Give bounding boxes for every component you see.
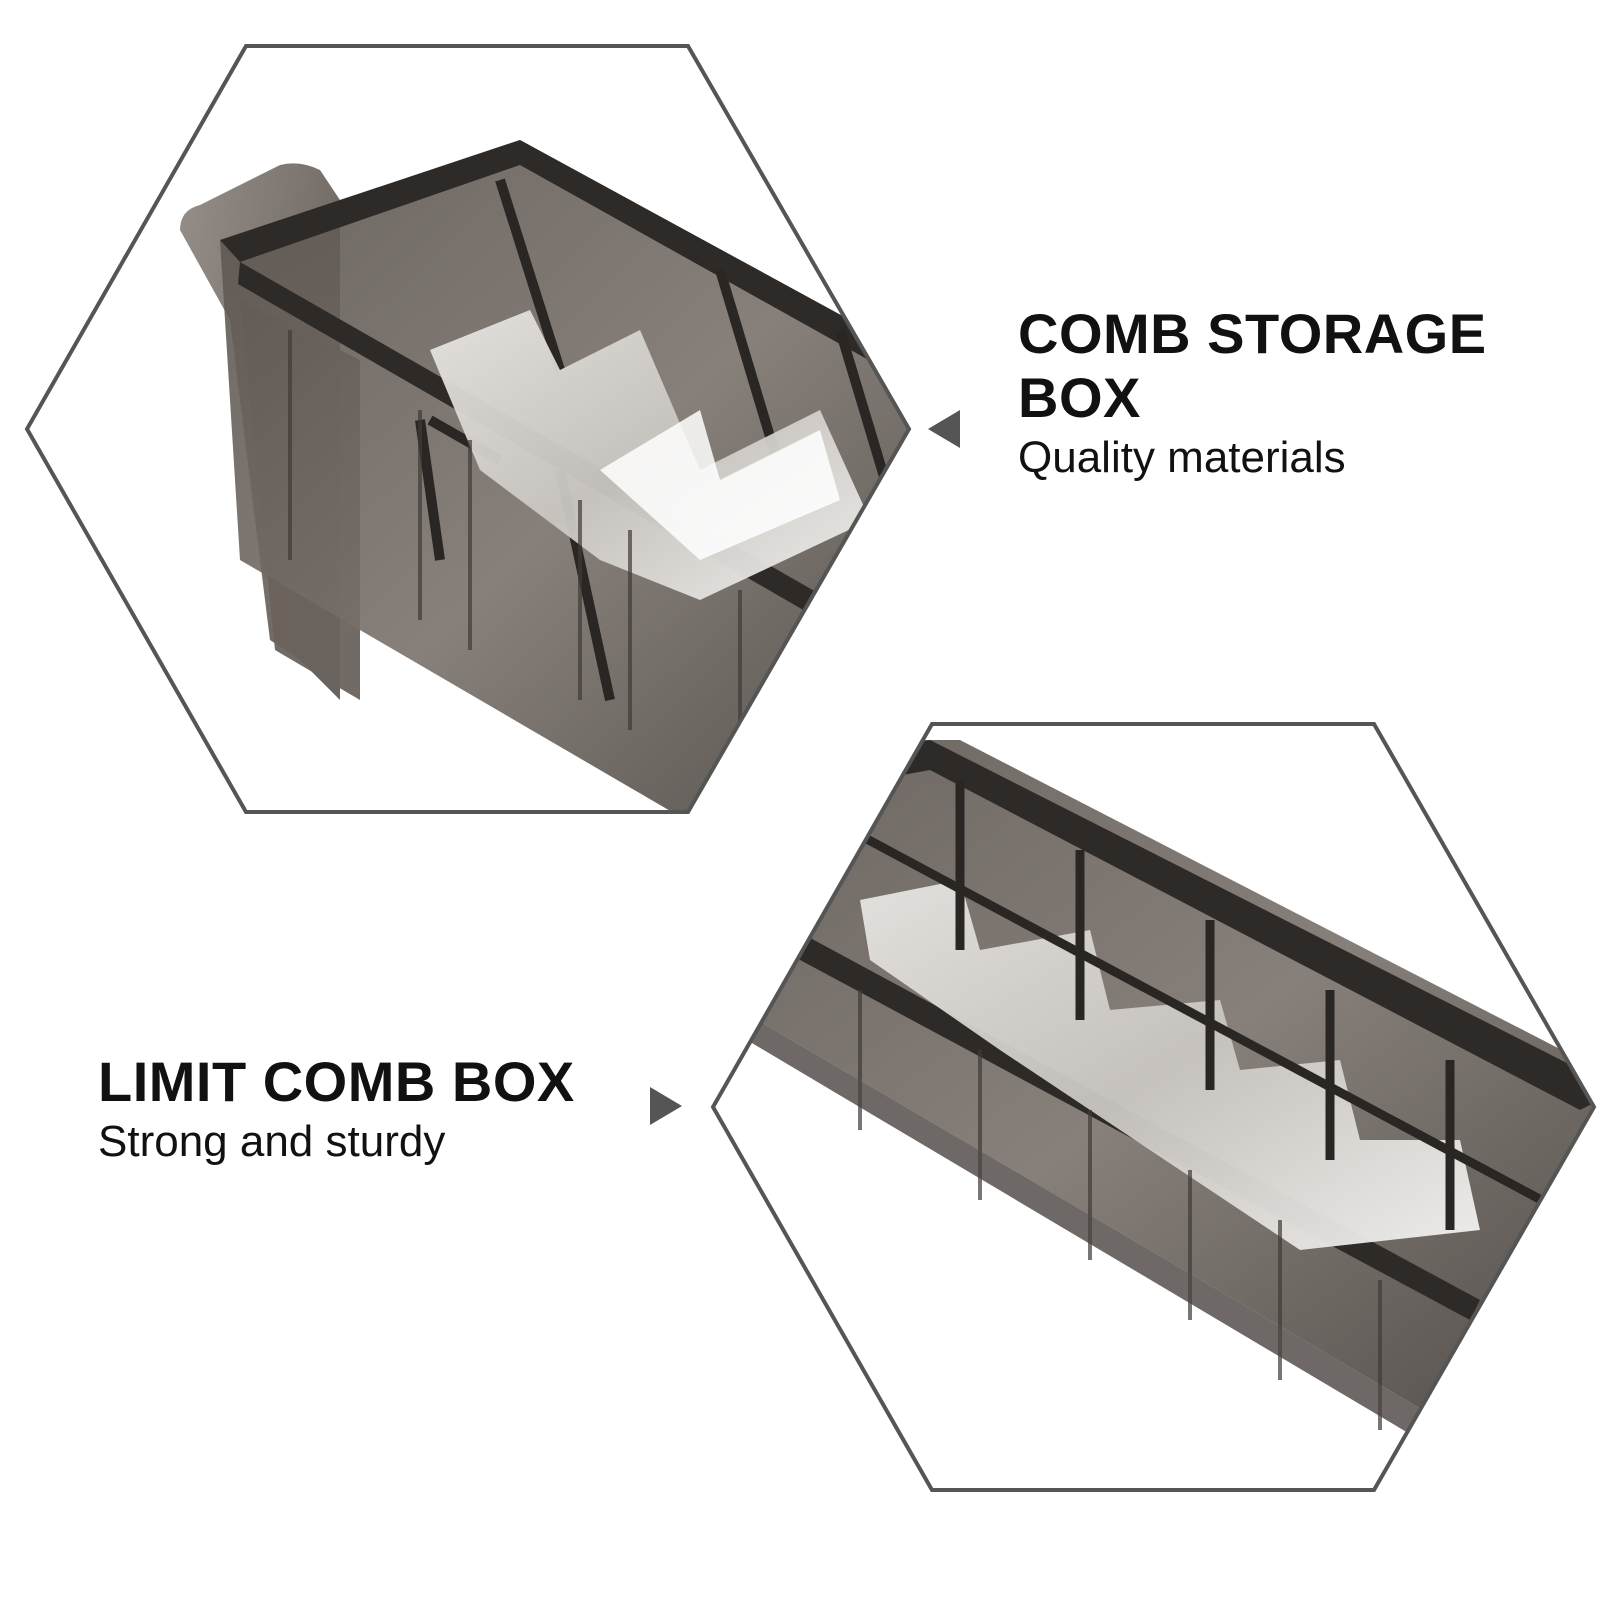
triangle-right-icon — [650, 1087, 682, 1125]
limit-comb-box-caption: LIMIT COMB BOX Strong and sturdy — [98, 1050, 658, 1168]
caption-subtitle: Strong and sturdy — [98, 1117, 446, 1166]
comb-storage-box-caption: COMB STORAGE BOX Quality materials — [1018, 302, 1558, 484]
bottom-hexagon-photo — [710, 722, 1597, 1492]
caption-title: COMB STORAGE BOX — [1018, 302, 1487, 429]
triangle-left-icon — [928, 410, 960, 448]
top-hexagon-photo — [24, 44, 912, 814]
caption-subtitle: Quality materials — [1018, 433, 1346, 482]
caption-title: LIMIT COMB BOX — [98, 1050, 575, 1113]
